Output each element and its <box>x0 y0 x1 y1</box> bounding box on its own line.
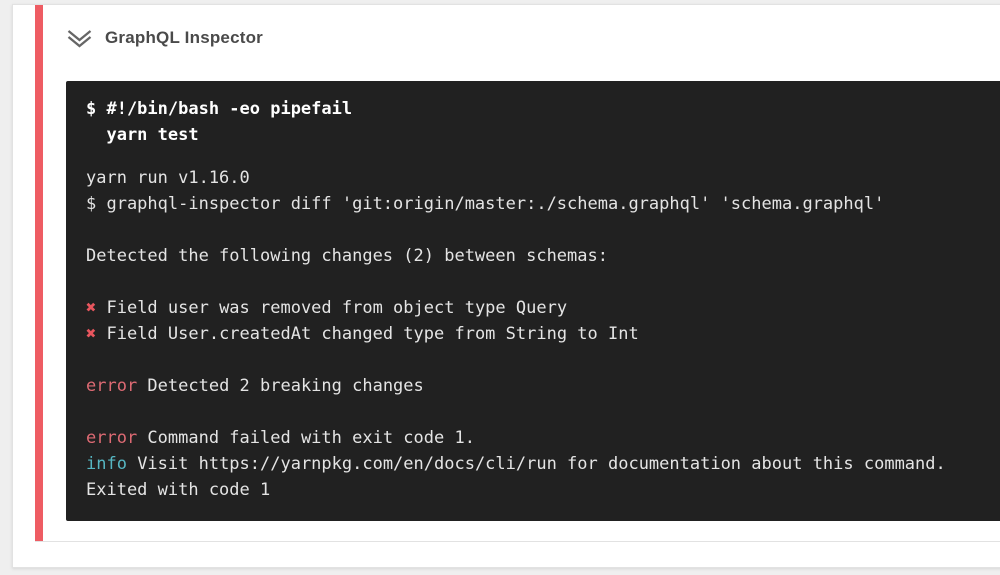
step-title: GraphQL Inspector <box>105 28 264 47</box>
failure-accent-bar <box>35 5 43 541</box>
terminal-line: error Command failed with exit code 1. <box>86 428 475 448</box>
build-step-card: GraphQL Inspector $ #!/bin/bash -eo pipe… <box>12 4 1000 568</box>
terminal-line: $ graphql-inspector diff 'git:origin/mas… <box>86 194 885 214</box>
next-step-row <box>13 542 1000 568</box>
terminal-line: error Detected 2 breaking changes <box>86 376 424 396</box>
terminal-line <box>86 347 988 373</box>
command-block: $ #!/bin/bash -eo pipefail yarn test <box>86 99 353 145</box>
terminal-line <box>86 269 988 295</box>
terminal-line <box>86 399 988 425</box>
terminal-line: ✖ Field user was removed from object typ… <box>86 298 568 318</box>
terminal-line: Detected the following changes (2) betwe… <box>86 246 608 266</box>
terminal-line: ✖ Field User.createdAt changed type from… <box>86 324 639 344</box>
terminal-line: yarn run v1.16.0 <box>86 168 250 188</box>
step-header[interactable]: GraphQL Inspector <box>66 5 1000 81</box>
terminal-line: info Visit https://yarnpkg.com/en/docs/c… <box>86 454 946 474</box>
failed-step-section: GraphQL Inspector $ #!/bin/bash -eo pipe… <box>35 5 1000 542</box>
output-block: yarn run v1.16.0 $ graphql-inspector diff… <box>86 165 988 503</box>
terminal-output: $ #!/bin/bash -eo pipefail yarn test yar… <box>66 81 1000 521</box>
terminal-line <box>86 217 988 243</box>
terminal-line: Exited with code 1 <box>86 480 271 500</box>
chevron-double-down-icon <box>66 28 93 49</box>
